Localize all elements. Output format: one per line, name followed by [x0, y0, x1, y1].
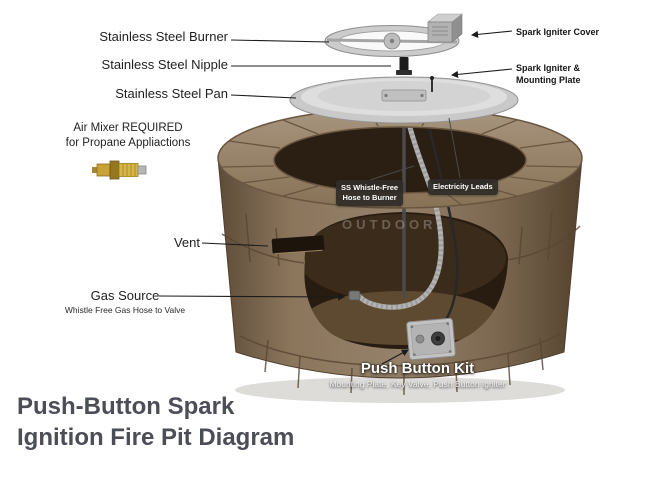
- page-title-line2: Ignition Fire Pit Diagram: [17, 424, 295, 452]
- push-button-kit-subtitle: Mounting Plate, Key Valve, Push Button I…: [329, 379, 506, 389]
- vent-slot: [271, 235, 325, 255]
- label-air-mixer-line2: for Propane Appliactions: [65, 136, 191, 149]
- label-stainless-steel-burner: Stainless Steel Burner: [99, 29, 228, 44]
- label-air-mixer: Air Mixer REQUIRED for Propane Appliacti…: [52, 121, 204, 151]
- label-air-mixer-line1: Air Mixer REQUIRED: [73, 122, 183, 134]
- label-stainless-steel-pan: Stainless Steel Pan: [115, 86, 228, 101]
- pit-opening: [274, 127, 526, 193]
- label-gas-source-block: Gas Source Whistle Free Gas Hose to Valv…: [30, 288, 220, 315]
- page-title-line1: Push-Button Spark: [17, 393, 235, 420]
- key-valve: [415, 334, 425, 344]
- nipple: [396, 57, 412, 75]
- burner-leader: [230, 39, 330, 43]
- push-button-kit-arrow: [381, 349, 409, 365]
- tag-connectors: [369, 117, 461, 181]
- mounting-plate: [381, 89, 427, 102]
- igniter-plate-arrow: [450, 68, 513, 78]
- air-mixer-icon: [92, 160, 147, 180]
- push-button-kit-caption: Push Button Kit Mounting Plate, Key Valv…: [320, 360, 515, 389]
- burner-ring: [324, 25, 460, 57]
- label-gas-source-sub: Whistle Free Gas Hose to Valve: [64, 305, 186, 315]
- spark-igniter-cover-box: [427, 13, 463, 43]
- vent-leader: [201, 242, 269, 247]
- tag-whistle-free-hose-line2: Hose to Burner: [342, 192, 397, 202]
- label-spark-igniter-plate-line2: Mounting Plate: [516, 75, 581, 86]
- electricity-cable: [424, 111, 459, 331]
- ground-shadow: [235, 377, 565, 403]
- stone-joints: [221, 211, 581, 395]
- page-title: Push-Button Spark Ignition Fire Pit Diag…: [17, 391, 294, 453]
- label-spark-igniter-cover: Spark Igniter Cover: [516, 27, 600, 37]
- leader-lines: [158, 30, 513, 365]
- label-vent: Vent: [173, 235, 200, 250]
- label-spark-igniter-plate-line1: Spark Igniter &: [516, 63, 581, 73]
- push-button-kit-title: Push Button Kit: [360, 360, 475, 377]
- label-gas-source: Gas Source: [90, 288, 160, 303]
- igniter-cover-arrow: [470, 30, 513, 38]
- label-stainless-steel-nipple: Stainless Steel Nipple: [101, 57, 228, 72]
- tag-whistle-free-hose-line1: SS Whistle-Free: [341, 183, 399, 192]
- label-spark-igniter-plate: Spark Igniter & Mounting Plate: [516, 62, 581, 86]
- tag-electricity-leads: Electricity Leads: [428, 179, 498, 195]
- gas-source-arrow: [158, 293, 346, 301]
- pan: [289, 76, 519, 124]
- pan-leader: [230, 94, 297, 99]
- tag-whistle-free-hose: SS Whistle-Free Hose to Burner: [336, 180, 404, 206]
- gas-hose: [348, 121, 444, 310]
- push-button-kit-box: [406, 317, 456, 361]
